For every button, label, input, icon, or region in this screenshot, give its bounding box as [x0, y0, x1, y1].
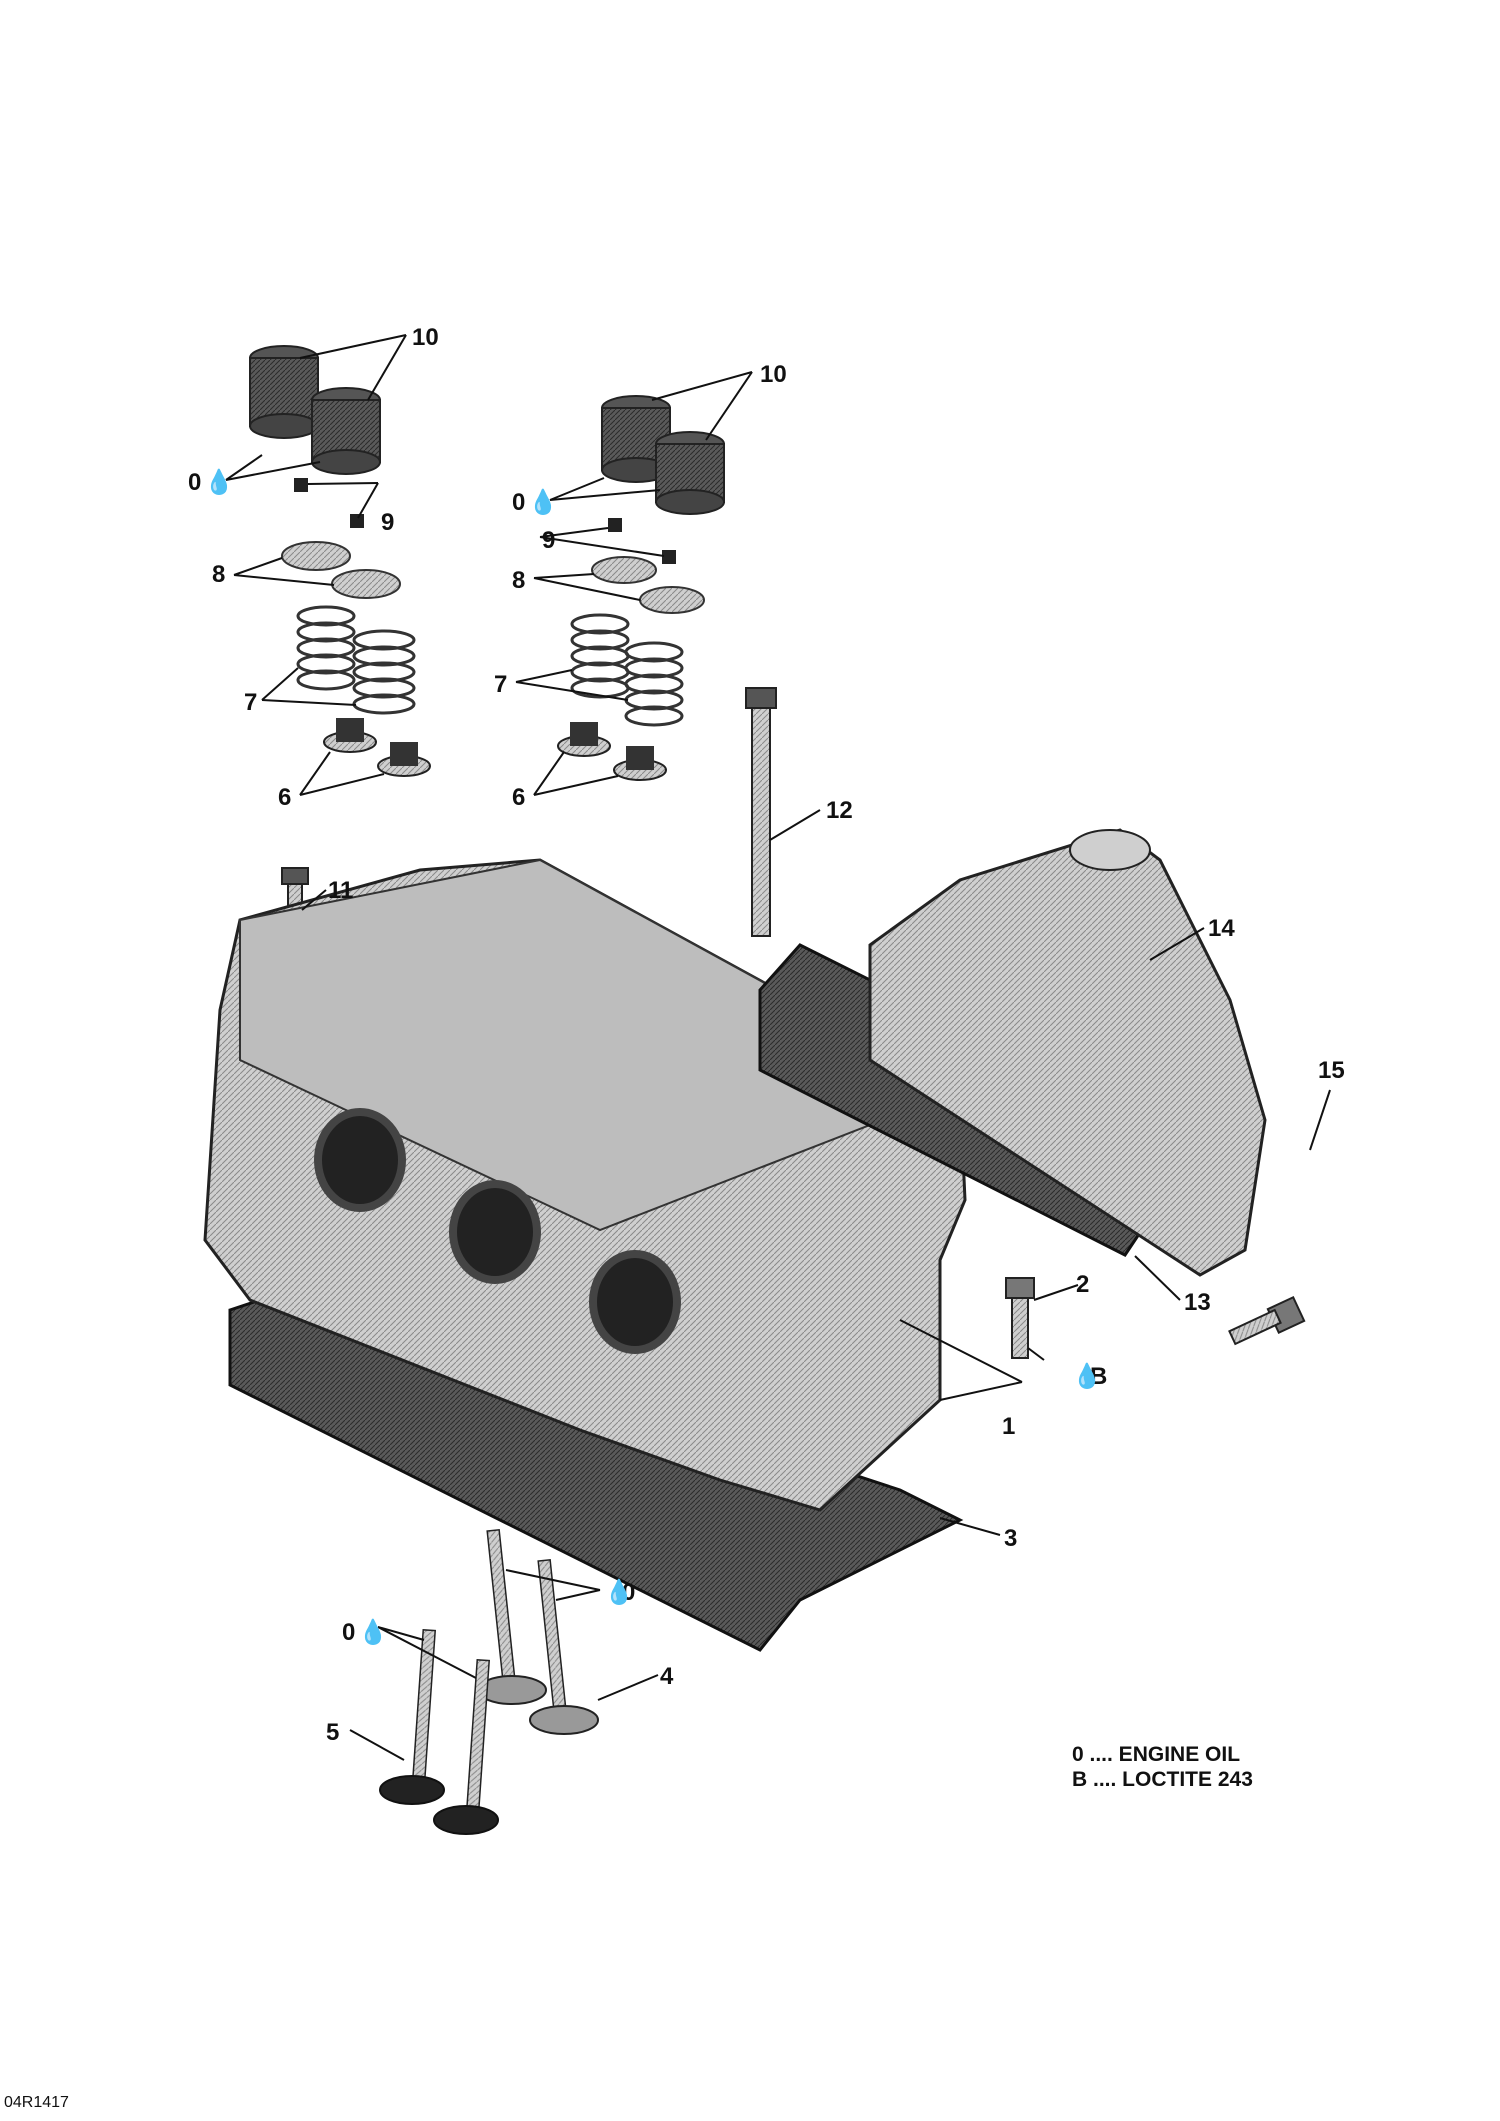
oil-drop-icon: 💧 — [358, 1618, 388, 1646]
callout-9-left: 9 — [381, 509, 394, 536]
valve-keeper-icon — [350, 514, 364, 528]
valve-keeper-icon — [608, 518, 622, 532]
tappet-icon — [601, 395, 725, 515]
valve-spring-icon — [296, 605, 416, 715]
callout-labels: 10 9 8 7 6 10 9 8 7 6 12 11 14 15 13 2 1… — [188, 324, 1345, 1746]
valve-train-left — [249, 345, 431, 777]
callout-10-left: 10 — [412, 324, 439, 351]
callout-12: 12 — [826, 797, 853, 824]
callout-2: 2 — [1076, 1271, 1089, 1298]
valve-keeper-icon — [294, 478, 308, 492]
callout-6-left: 6 — [278, 784, 291, 811]
callout-15: 15 — [1318, 1057, 1345, 1084]
callout-8-left: 8 — [212, 561, 225, 588]
callout-13: 13 — [1184, 1289, 1211, 1316]
callout-3: 3 — [1004, 1525, 1017, 1552]
legend-engine-oil: 0 .... ENGINE OIL — [1072, 1743, 1241, 1766]
loctite-drop-icon: 💧 — [1072, 1362, 1102, 1390]
callout-11: 11 — [328, 877, 353, 904]
manifold-bolt-icon — [1228, 1295, 1306, 1346]
exhaust-manifold-icon — [868, 828, 1267, 1277]
oil-drop-icon: 💧 — [528, 488, 558, 516]
callout-14: 14 — [1208, 915, 1235, 942]
valve-keeper-icon — [662, 550, 676, 564]
callout-6-right: 6 — [512, 784, 525, 811]
leader-lines — [225, 334, 1331, 1761]
valve-seal-icon — [323, 718, 431, 777]
callout-8-right: 8 — [512, 567, 525, 594]
callout-7-right: 7 — [494, 671, 507, 698]
intake-valve-icon — [477, 1528, 599, 1735]
callout-5: 5 — [326, 1719, 339, 1746]
callout-1: 1 — [1002, 1413, 1015, 1440]
fitting-plug-icon — [1005, 1277, 1035, 1359]
callout-10-right: 10 — [760, 361, 787, 388]
spring-retainer-icon — [331, 569, 401, 599]
valve-train-right — [557, 395, 725, 781]
callout-9-right: 9 — [542, 527, 555, 554]
valve-seal-icon — [557, 722, 667, 781]
figure-code: 04R1417 — [4, 2094, 69, 2111]
tappet-icon — [249, 345, 381, 475]
engine-oil-mark: 0 — [622, 1579, 635, 1606]
spring-retainer-icon — [639, 586, 705, 614]
exhaust-valve-icon — [379, 1628, 499, 1835]
spring-retainer-icon — [591, 556, 657, 584]
callout-7-left: 7 — [244, 689, 257, 716]
valve-spring-icon — [570, 613, 684, 727]
spring-retainer-icon — [281, 541, 351, 571]
engine-oil-mark: 0 — [188, 469, 201, 496]
loctite-mark: B — [1090, 1363, 1107, 1390]
legend-loctite: B .... LOCTITE 243 — [1072, 1768, 1253, 1791]
callout-4: 4 — [660, 1663, 674, 1690]
oil-drop-icon: 💧 — [604, 1578, 634, 1606]
oil-drop-icon: 💧 — [204, 468, 234, 496]
engine-oil-mark: 0 — [342, 1619, 355, 1646]
engine-oil-mark: 0 — [512, 489, 525, 516]
head-bolt-long-icon — [745, 687, 777, 937]
lubricant-legend: 0 .... ENGINE OIL B .... LOCTITE 243 — [1072, 1742, 1253, 1792]
